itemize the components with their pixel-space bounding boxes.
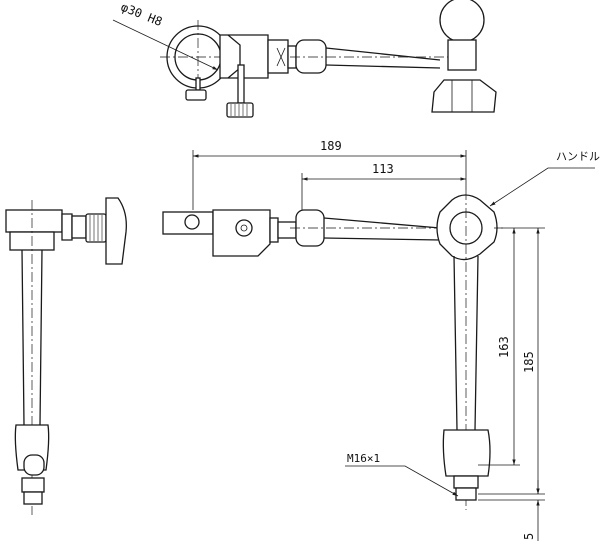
bore-diameter-label: φ30 H8 (119, 0, 164, 29)
thread-label: M16×1 (347, 452, 380, 465)
side-view (5, 197, 127, 515)
clamp-ring (112, 19, 236, 95)
front-view (162, 190, 505, 510)
dim-113: 113 (372, 162, 394, 176)
top-view (112, 0, 497, 118)
dim-5: 5 (522, 533, 536, 540)
dim-163: 163 (497, 336, 511, 358)
dim-185: 185 (522, 351, 536, 373)
dimension-lines (192, 150, 595, 541)
handle-label: ハンドル (556, 150, 600, 163)
dim-189: 189 (320, 139, 342, 153)
